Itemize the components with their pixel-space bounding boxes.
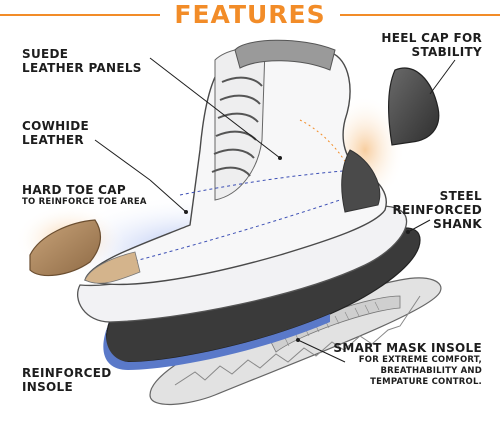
label-heel-cap: HEEL CAP FOR STABILITY [381,31,482,59]
label-mask-sub1: FOR EXTREME COMFORT, [358,355,482,365]
leader-cowhide [94,139,151,181]
leader-dot-shank [406,230,410,234]
label-toe-sub: TO REINFORCE TOE AREA [22,197,147,207]
leader-lines [94,57,456,363]
label-suede-line2: LEATHER PANELS [22,61,142,75]
label-smart-mask-insole: SMART MASK INSOLE FOR EXTREME COMFORT, B… [333,341,482,388]
label-shank-line3: SHANK [433,217,482,231]
label-heel-line2: STABILITY [411,45,482,59]
label-suede-leather-panels: SUEDE LEATHER PANELS [22,47,142,75]
header-rule-left [0,14,160,16]
label-insole-line2: INSOLE [22,380,73,394]
label-mask-sub3: TEMPATURE CONTROL. [370,377,482,387]
label-steel-shank: STEEL REINFORCED SHANK [392,189,482,231]
leader-heel-cap [429,59,456,95]
blue-sole-edge [103,314,331,370]
heel-cap-part [388,67,440,146]
hard-toe-cap-part [29,219,102,277]
label-insole-line1: REINFORCED [22,366,112,380]
leader-cowhide-b [149,179,187,213]
header-rule-right [340,14,500,16]
features-header: FEATURES [0,0,500,30]
label-cowhide-line2: LEATHER [22,133,84,147]
label-cowhide-line1: COWHIDE [22,119,90,133]
label-reinforced-insole: REINFORCED INSOLE [22,366,112,394]
boot-upper [84,39,387,286]
label-mask-line1: SMART MASK INSOLE [333,341,482,355]
leader-shank [407,219,431,233]
label-toe-line1: HARD TOE CAP [22,183,126,197]
label-suede-line1: SUEDE [22,47,69,61]
leader-suede [149,57,281,159]
leader-dot-mask-insole [296,338,300,342]
leader-mask-insole [297,339,346,363]
label-shank-line2: REINFORCED [392,203,482,217]
label-hard-toe-cap: HARD TOE CAP TO REINFORCE TOE AREA [22,183,147,208]
label-shank-line1: STEEL [439,189,482,203]
leader-dot-suede [278,156,282,160]
label-cowhide-leather: COWHIDE LEATHER [22,119,89,147]
page-title: FEATURES [174,0,326,29]
label-mask-sub2: BREATHABILITY AND [380,366,482,376]
label-heel-line1: HEEL CAP FOR [381,31,482,45]
leader-dot-cowhide [184,210,188,214]
